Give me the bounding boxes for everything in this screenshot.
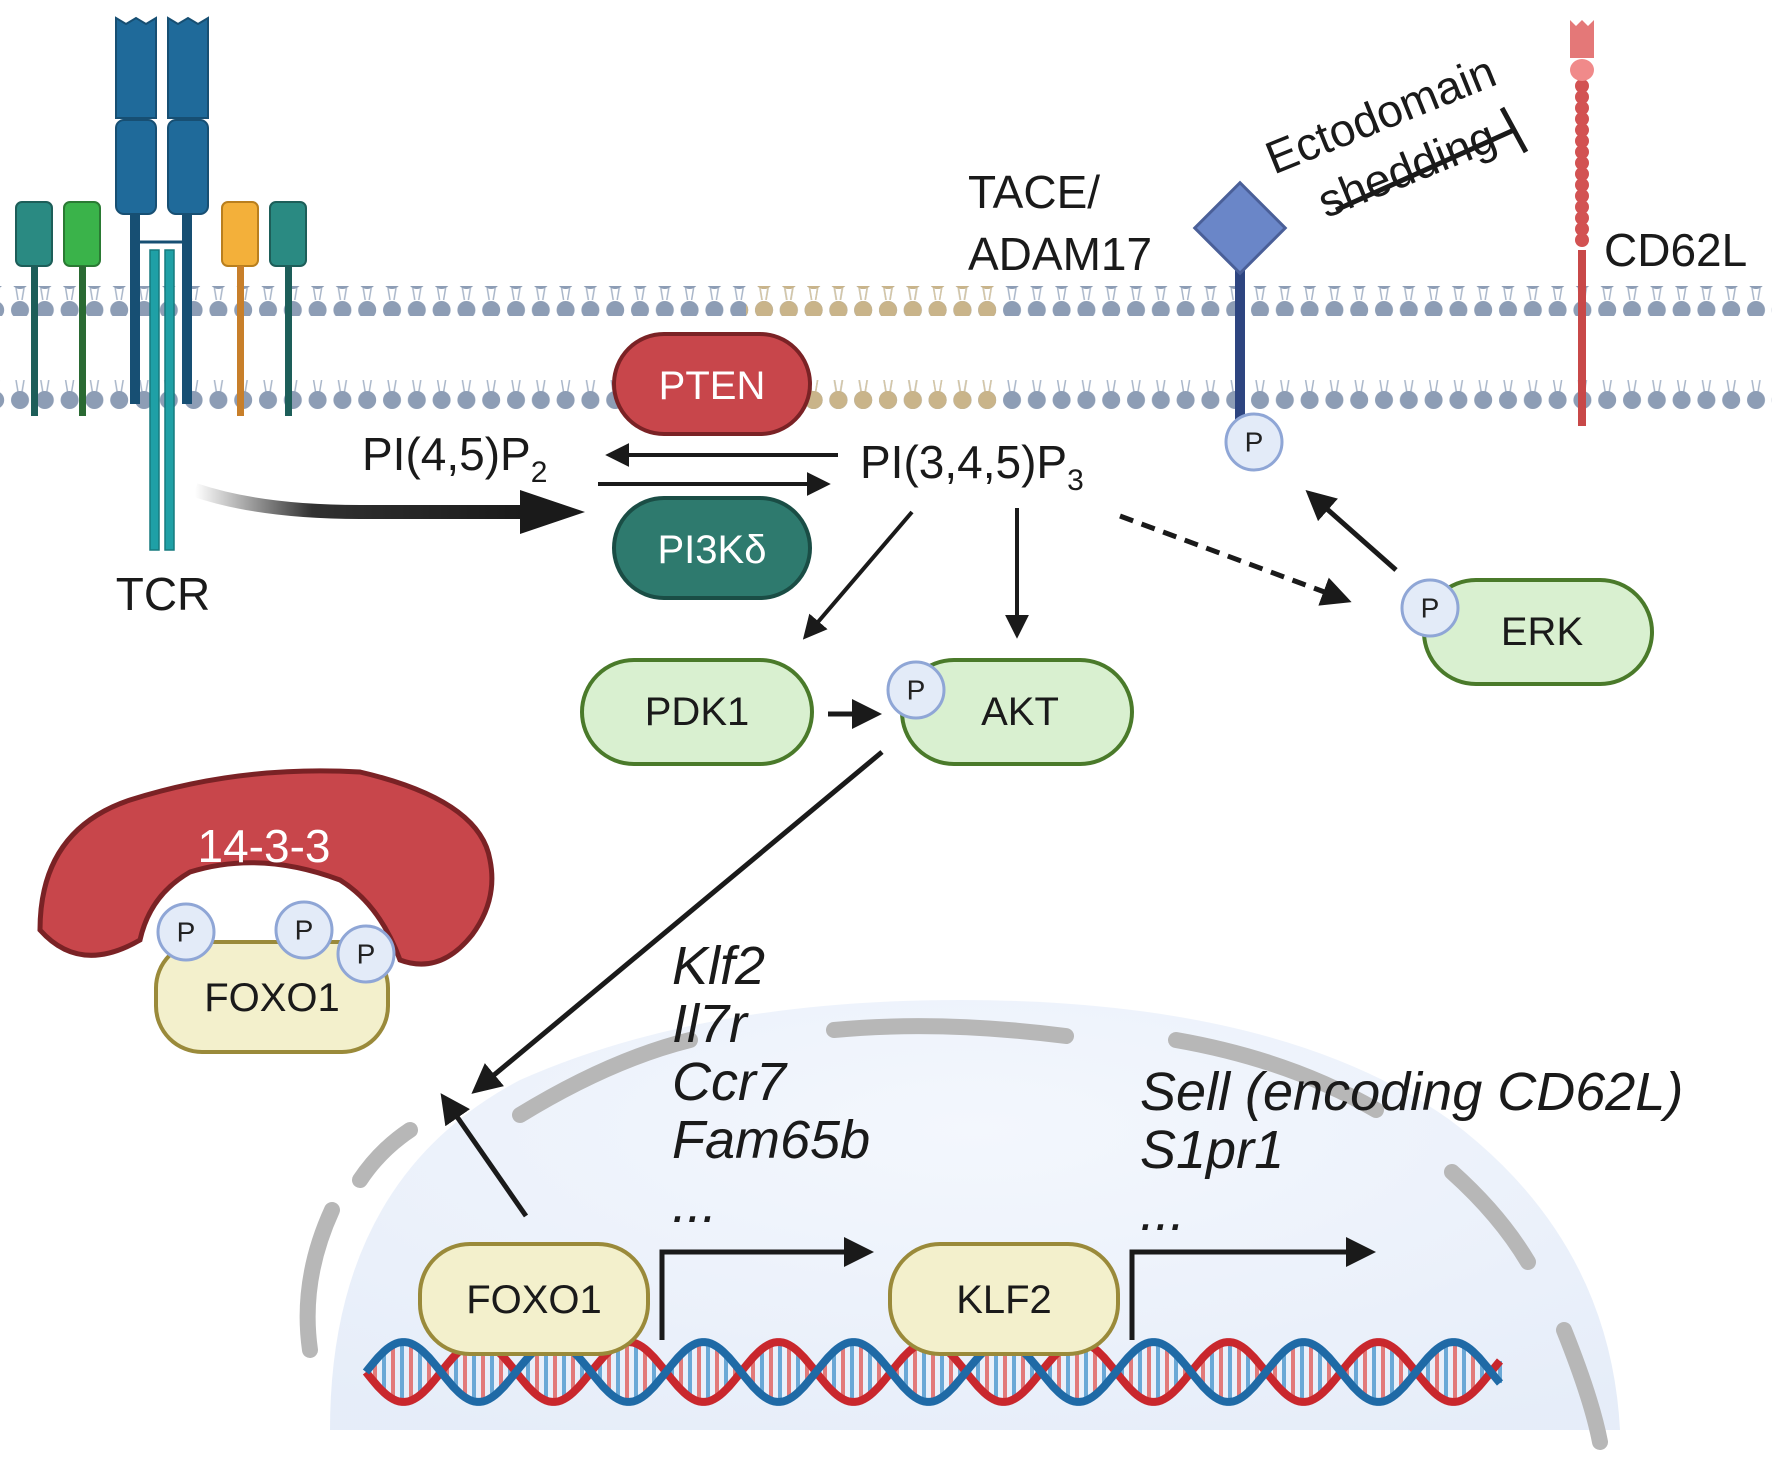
pip3-label: PI(3,4,5)P3 bbox=[860, 436, 1084, 497]
cd62l-bead bbox=[1575, 156, 1589, 170]
cd62l-bead bbox=[1575, 123, 1589, 137]
tace-adam17-icon bbox=[1192, 180, 1288, 422]
tcr-complex-icon bbox=[15, 16, 307, 551]
tace-label: TACE/ bbox=[968, 166, 1100, 218]
gene-label: Fam65b bbox=[672, 1110, 870, 1170]
dna-helix-icon bbox=[362, 1338, 1504, 1406]
phospho-icon: P bbox=[156, 902, 216, 962]
foxo1-export-arrow bbox=[440, 1093, 529, 1218]
pdk1-protein: PDK1 bbox=[580, 658, 814, 766]
cd3-chain-icon bbox=[63, 201, 101, 416]
cd62l-icon bbox=[1570, 20, 1594, 426]
pip2-label: PI(4,5)P2 bbox=[362, 428, 547, 489]
klf2-target-genes: Sell (encoding CD62L) S1pr1 ... bbox=[1140, 1062, 1683, 1242]
svg-text:FOXO1: FOXO1 bbox=[466, 1278, 602, 1322]
svg-text:PTEN: PTEN bbox=[659, 364, 766, 408]
svg-text:P: P bbox=[295, 915, 314, 946]
svg-text:AKT: AKT bbox=[981, 690, 1059, 734]
cd62l-bead bbox=[1575, 189, 1589, 203]
gene-label: Il7r bbox=[672, 994, 749, 1054]
cd62l-bead bbox=[1575, 134, 1589, 148]
phospho-icon: P bbox=[1400, 578, 1460, 638]
klf2-transcription-arrow bbox=[1129, 1237, 1376, 1340]
foxo1-nucleus-protein: FOXO1 bbox=[418, 1242, 650, 1356]
cd62l-bead bbox=[1575, 178, 1589, 192]
adam17-label: ADAM17 bbox=[968, 228, 1152, 280]
pip3-to-erk-arrow bbox=[1119, 513, 1352, 606]
cd62l-bead bbox=[1575, 222, 1589, 236]
svg-text:P: P bbox=[177, 917, 196, 948]
phospho-icon: P bbox=[274, 900, 334, 960]
gene-label: Klf2 bbox=[672, 936, 765, 996]
svg-text:P: P bbox=[907, 675, 926, 706]
foxo1-target-genes: Klf2 Il7r Ccr7 Fam65b ... bbox=[672, 936, 870, 1234]
fourteen-three-three-protein: 14-3-3 bbox=[37, 768, 495, 967]
gene-label: S1pr1 bbox=[1140, 1120, 1284, 1180]
cd3-chain-icon bbox=[15, 201, 53, 416]
svg-text:FOXO1: FOXO1 bbox=[204, 976, 340, 1020]
svg-text:KLF2: KLF2 bbox=[956, 1278, 1052, 1322]
phospho-icon: P bbox=[1224, 412, 1284, 472]
cd62l-bead bbox=[1575, 167, 1589, 181]
foxo1-cytoplasm-protein: FOXO1 bbox=[154, 940, 390, 1054]
gene-label: ... bbox=[1140, 1182, 1185, 1242]
gene-label: Ccr7 bbox=[672, 1052, 788, 1112]
foxo1-transcription-arrow bbox=[659, 1237, 874, 1340]
cd62l-bead bbox=[1575, 101, 1589, 115]
phospho-icon: P bbox=[336, 924, 396, 984]
phospho-icon: P bbox=[886, 660, 946, 720]
pi3k-delta-protein: PI3Kδ bbox=[612, 496, 812, 600]
cd3-chain-icon bbox=[221, 201, 259, 416]
shedding-inhibit-arrow bbox=[1334, 106, 1529, 213]
erk-to-tace-arrow bbox=[1305, 490, 1398, 572]
cd62l-bead bbox=[1575, 233, 1589, 247]
gene-label: ... bbox=[672, 1174, 717, 1234]
erk-protein: ERK bbox=[1422, 578, 1654, 686]
akt-to-foxo1-arrow bbox=[471, 750, 884, 1094]
cd62l-label: CD62L bbox=[1604, 224, 1747, 276]
cd62l-bead bbox=[1575, 79, 1589, 93]
cd62l-bead bbox=[1575, 90, 1589, 104]
svg-text:PI3Kδ: PI3Kδ bbox=[658, 528, 767, 572]
fourteen-three-three-label: 14-3-3 bbox=[198, 820, 331, 872]
cd62l-bead bbox=[1575, 145, 1589, 159]
pip3-to-pdk1-arrow bbox=[802, 510, 914, 640]
akt-protein: AKT bbox=[900, 658, 1134, 766]
svg-text:P: P bbox=[1245, 427, 1264, 458]
pten-protein: PTEN bbox=[612, 332, 812, 436]
svg-text:PDK1: PDK1 bbox=[645, 690, 750, 734]
cd62l-bead bbox=[1575, 200, 1589, 214]
cd62l-bead bbox=[1575, 211, 1589, 225]
svg-text:ERK: ERK bbox=[1501, 610, 1584, 654]
tcr-label: TCR bbox=[116, 568, 211, 620]
cd62l-bead bbox=[1575, 112, 1589, 126]
svg-text:P: P bbox=[357, 939, 376, 970]
plasma-membrane bbox=[0, 286, 1772, 410]
klf2-protein: KLF2 bbox=[888, 1242, 1120, 1356]
cd3-chain-icon bbox=[269, 201, 307, 416]
tcr-signal-arrow bbox=[192, 483, 585, 534]
gene-label: Sell (encoding CD62L) bbox=[1140, 1062, 1683, 1122]
nucleus bbox=[299, 1000, 1620, 1450]
svg-text:P: P bbox=[1421, 593, 1440, 624]
